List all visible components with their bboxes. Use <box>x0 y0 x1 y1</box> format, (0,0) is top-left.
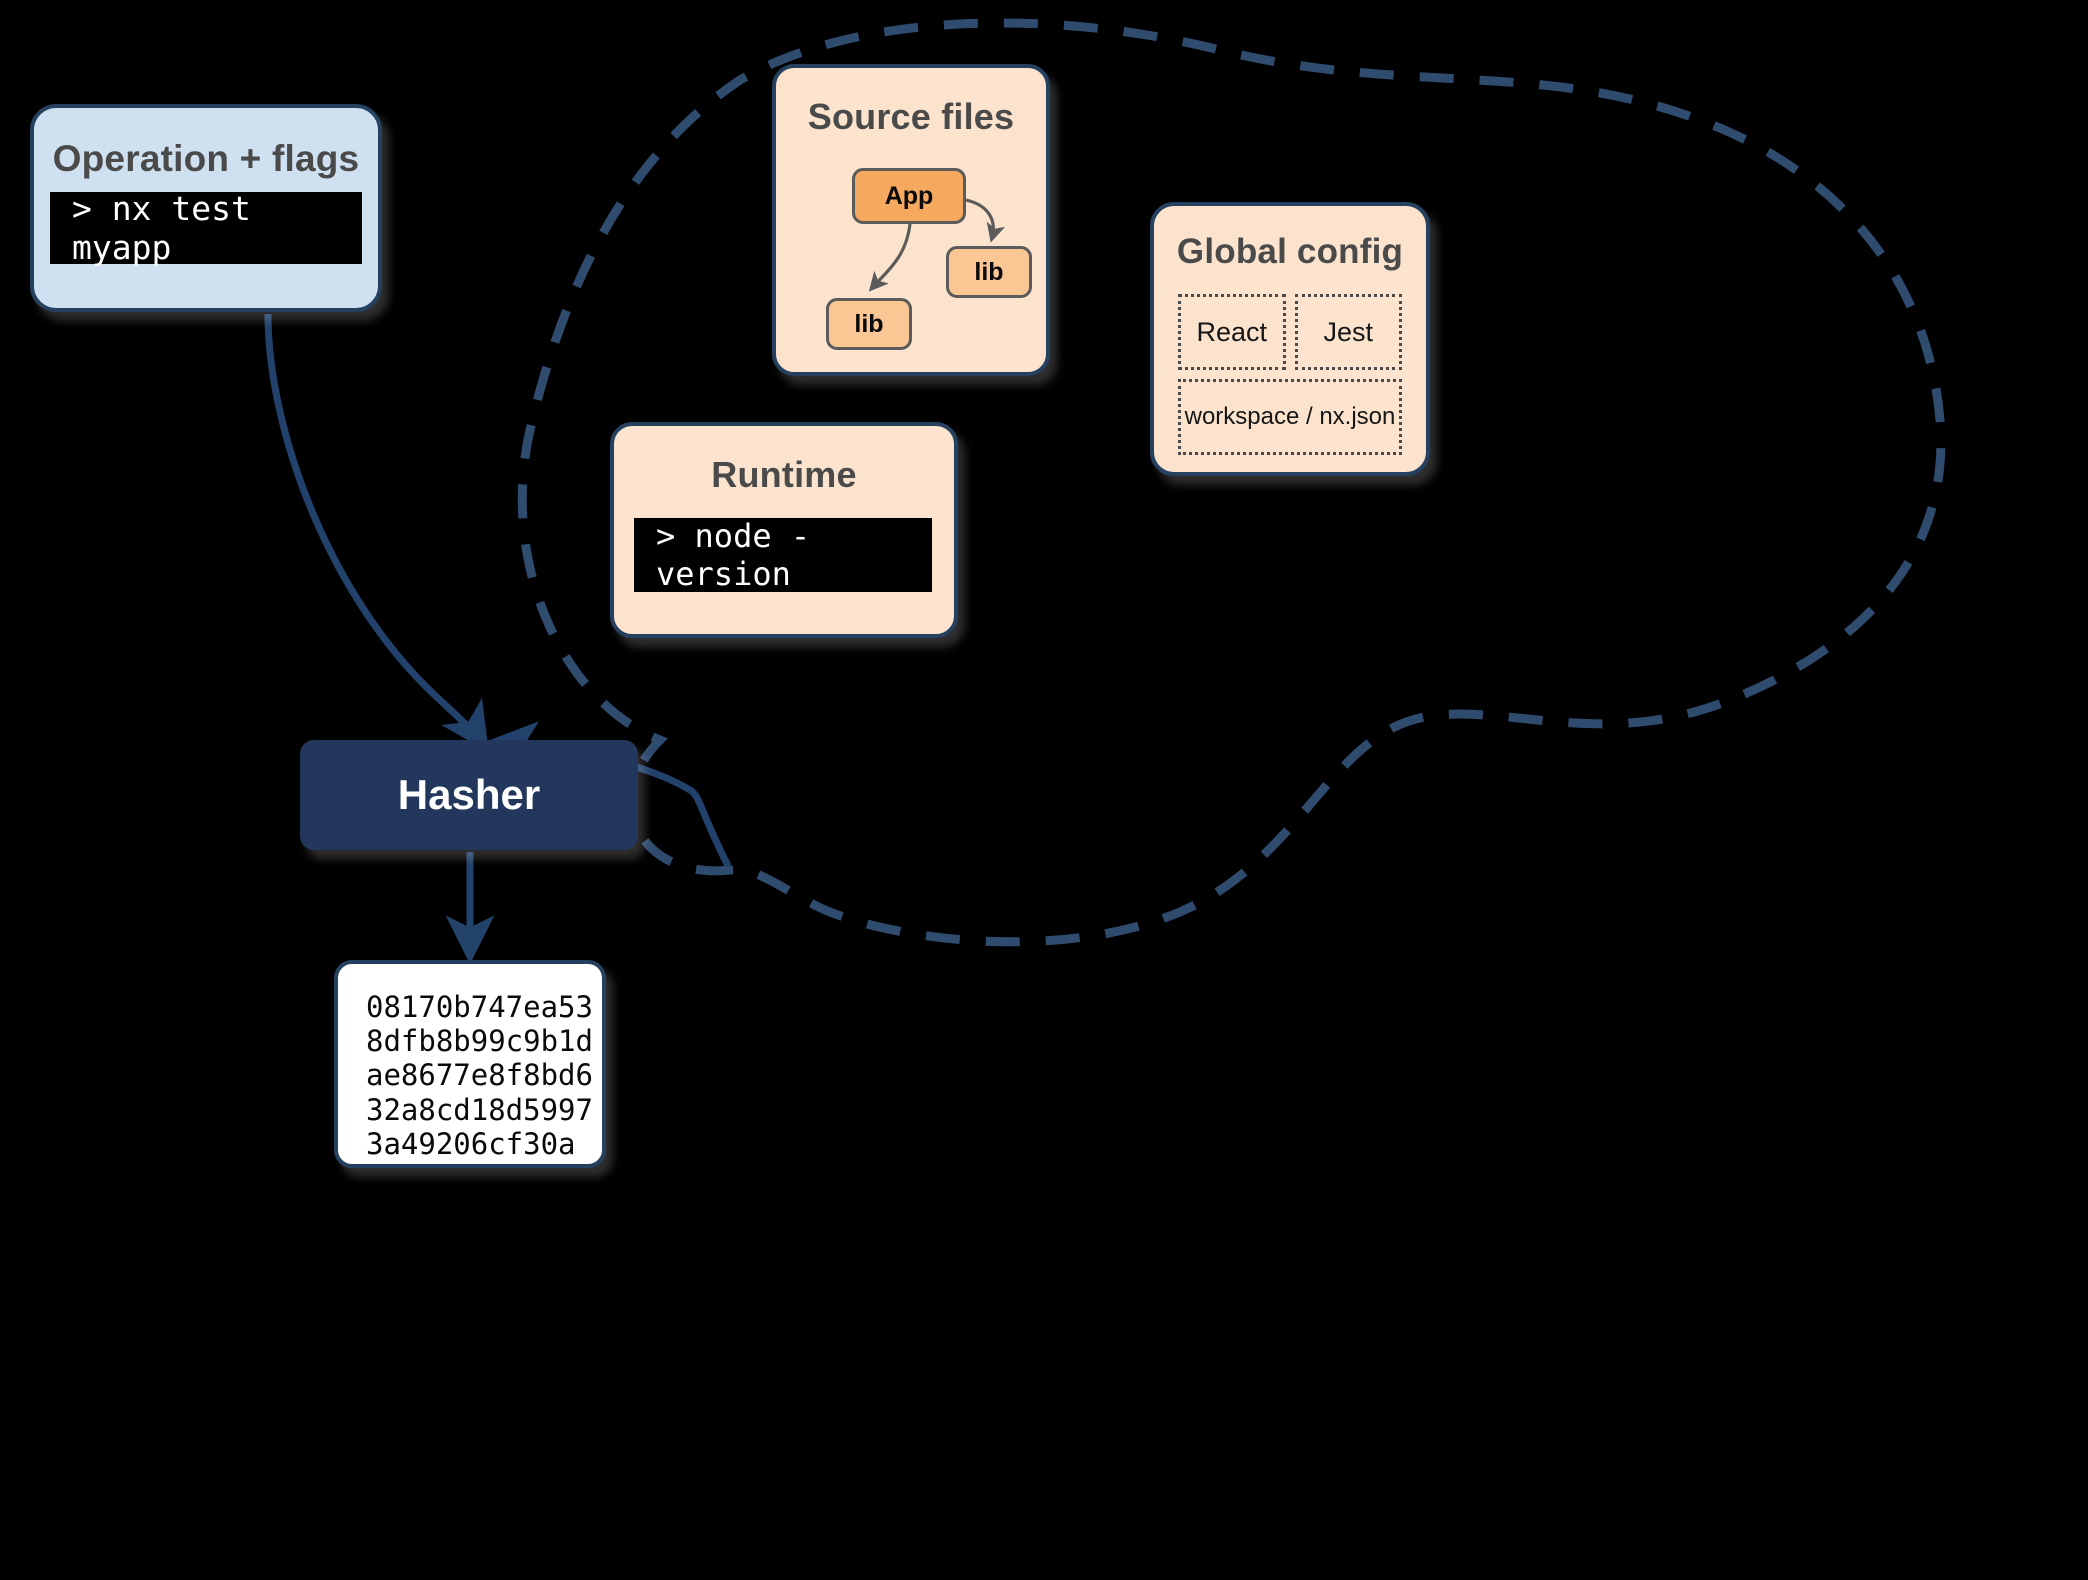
global-config-grid: React Jest workspace / nx.json <box>1178 294 1402 455</box>
project-node-lib-right-label: lib <box>974 257 1004 286</box>
global-config-card-title: Global config <box>1176 232 1404 271</box>
operation-card-title: Operation + flags <box>52 138 360 179</box>
project-node-lib-right: lib <box>946 246 1032 298</box>
runtime-command-terminal: > node -version <box>634 517 932 593</box>
global-config-row-top: React Jest <box>1178 294 1402 370</box>
hasher-label: Hasher <box>397 771 541 818</box>
operation-command-text: > nx test myapp <box>72 189 251 267</box>
project-node-lib-left: lib <box>826 298 912 350</box>
global-config-card: Global config React Jest workspace / nx.… <box>1150 202 1430 476</box>
global-config-row-bottom: workspace / nx.json <box>1178 379 1402 455</box>
global-config-cell-jest: Jest <box>1294 294 1402 370</box>
hash-output-card: 08170b747ea53 8dfb8b99c9b1d ae8677e8f8bd… <box>334 960 606 1168</box>
operation-flags-card: Operation + flags > nx test myapp <box>30 104 382 312</box>
operation-command-terminal: > nx test myapp <box>50 189 362 267</box>
hash-output-text: 08170b747ea53 8dfb8b99c9b1d ae8677e8f8bd… <box>366 990 593 1161</box>
hasher-node: Hasher <box>300 740 638 850</box>
source-files-card-title: Source files <box>807 96 1015 137</box>
runtime-card: Runtime > node -version <box>610 422 958 638</box>
project-node-app-label: App <box>884 181 934 210</box>
global-config-cell-workspace: workspace / nx.json <box>1178 379 1402 455</box>
runtime-card-title: Runtime <box>711 454 857 495</box>
project-node-lib-left-label: lib <box>854 309 884 338</box>
runtime-command-text: > node -version <box>656 517 811 593</box>
global-config-cell-react: React <box>1178 294 1286 370</box>
project-node-app: App <box>852 168 966 224</box>
arrow-operation-to-hasher <box>264 313 489 753</box>
